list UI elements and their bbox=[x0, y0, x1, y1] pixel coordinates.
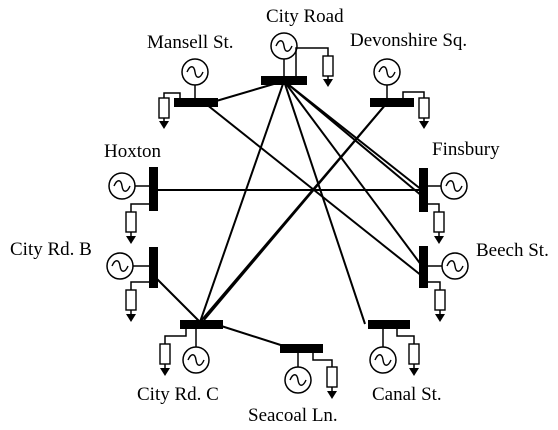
line-city-rd-c-to-seacoal-ln bbox=[214, 323, 291, 349]
bus-bar-canal-st bbox=[368, 320, 410, 329]
label-devonshire-sq: Devonshire Sq. bbox=[350, 30, 467, 51]
label-canal-st: Canal St. bbox=[372, 384, 442, 405]
load-icon bbox=[402, 91, 430, 129]
bus-bar-city-rd-c bbox=[180, 320, 223, 329]
bus-group-city-rd-c bbox=[159, 320, 223, 376]
label-seacoal-ln: Seacoal Ln. bbox=[248, 405, 338, 426]
line-city-road-to-city-rd-c bbox=[199, 80, 285, 323]
bus-bar-beech-st bbox=[419, 246, 428, 288]
load-icon bbox=[428, 203, 445, 244]
line-city-road-to-canal-st bbox=[283, 80, 366, 325]
bus-group-devonshire-sq bbox=[370, 58, 430, 129]
load-icon bbox=[158, 92, 181, 129]
buses bbox=[106, 32, 469, 399]
line-city-road-to-beech-st bbox=[283, 80, 423, 267]
load-icon bbox=[295, 47, 334, 87]
load-icon bbox=[428, 281, 446, 322]
load-icon bbox=[396, 329, 420, 376]
load-icon bbox=[125, 281, 149, 322]
bus-bar-seacoal-ln bbox=[280, 344, 323, 353]
bus-bar-city-road bbox=[261, 76, 307, 85]
generator-icon bbox=[182, 346, 210, 374]
generator-icon bbox=[284, 366, 312, 394]
bus-group-hoxton bbox=[108, 167, 158, 244]
load-icon bbox=[312, 353, 338, 399]
label-city-road: City Road bbox=[266, 6, 344, 27]
line-devonshire-sq-to-city-rd-c bbox=[203, 103, 387, 321]
generator-icon bbox=[440, 172, 468, 200]
label-finsbury: Finsbury bbox=[432, 139, 500, 160]
bus-group-seacoal-ln bbox=[280, 344, 338, 399]
line-city-road-to-devonshire-sq bbox=[283, 80, 423, 191]
bus-bar-finsbury bbox=[419, 168, 428, 212]
bus-group-canal-st bbox=[368, 320, 420, 376]
bus-group-mansell-st bbox=[158, 58, 218, 129]
load-icon bbox=[125, 203, 149, 244]
bus-group-finsbury bbox=[419, 168, 468, 244]
generator-icon bbox=[441, 252, 469, 280]
line-city-rd-b-to-city-rd-c bbox=[152, 274, 203, 325]
generator-icon bbox=[181, 58, 209, 86]
label-beech-st: Beech St. bbox=[476, 240, 549, 261]
bus-bar-mansell-st bbox=[174, 98, 218, 107]
bus-group-city-road bbox=[261, 32, 334, 87]
bus-bar-city-rd-b bbox=[149, 247, 158, 288]
bus-group-beech-st bbox=[419, 246, 469, 322]
label-hoxton: Hoxton bbox=[104, 141, 162, 162]
bus-bar-hoxton bbox=[149, 167, 158, 211]
generator-icon bbox=[373, 58, 401, 86]
bus-labels: City Road Mansell St. Devonshire Sq. Hox… bbox=[10, 6, 549, 426]
load-icon bbox=[159, 329, 187, 376]
label-city-rd-c: City Rd. C bbox=[137, 384, 219, 405]
generator-icon bbox=[106, 252, 134, 280]
bus-group-city-rd-b bbox=[106, 247, 158, 322]
generator-icon bbox=[270, 32, 298, 60]
label-city-rd-b: City Rd. B bbox=[10, 239, 92, 260]
label-mansell-st: Mansell St. bbox=[147, 32, 234, 53]
transmission-lines bbox=[152, 80, 423, 349]
generator-icon bbox=[108, 172, 136, 200]
generator-icon bbox=[369, 346, 397, 374]
bus-bar-devonshire-sq bbox=[370, 98, 414, 107]
